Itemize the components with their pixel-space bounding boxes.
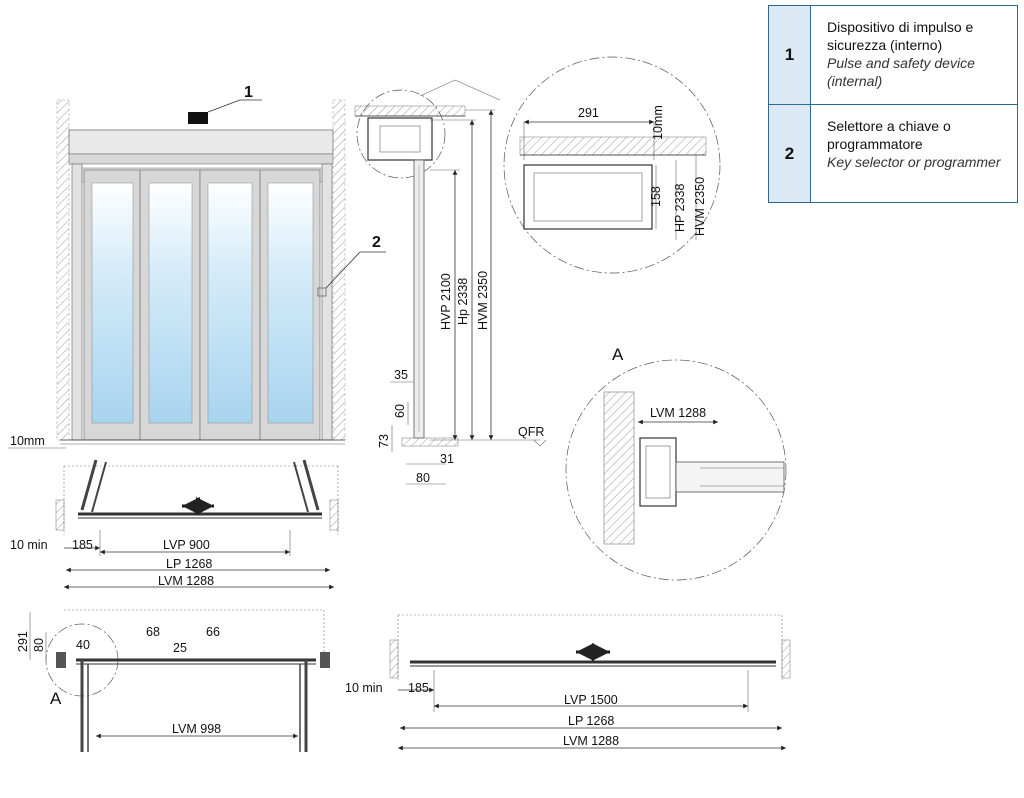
hvm-label: HVM 2350 [476,271,490,330]
plan2-detail-a-callout: A [50,689,62,708]
plan3-lp: LP 1268 [568,714,614,728]
door-leaves [83,169,321,441]
detail-hvm-label: HVM 2350 [693,177,707,236]
plan3-lvp: LVP 1500 [564,693,618,707]
callout-2: 2 [372,234,381,251]
plan2-80: 80 [32,638,46,652]
dim-80: 80 [416,471,430,485]
plan3-min: 10 min [345,681,383,695]
legend-row: 1 Dispositivo di impulso e sicurezza (in… [769,6,1017,105]
dim-31: 31 [440,452,454,466]
detail-hp-label: HP 2338 [673,184,687,232]
legend-number: 1 [769,6,811,104]
detail-a-lvm: LVM 1288 [650,406,706,420]
dim-60: 60 [393,404,407,418]
plan2-291: 291 [16,631,30,652]
dim-158: 158 [649,186,663,207]
header-detail: 291 10mm 158 HP 2338 HVM 2350 [503,56,721,274]
legend-text-en: Pulse and safety device (internal) [827,55,975,89]
legend-table: 1 Dispositivo di impulso e sicurezza (in… [768,5,1018,203]
legend-text-it: Selettore a chiave o programmatore [827,118,951,152]
plan1-min: 10 min [10,538,48,552]
plan2-68: 68 [146,625,160,639]
hp-label: Hp 2338 [456,278,470,325]
detail-a: A LVM 1288 [565,345,787,581]
header-box [68,129,334,155]
plan2-lvm: LVM 998 [172,722,221,736]
plan-view-2: A 291 80 40 68 25 66 LVM 998 [16,609,330,752]
dim-10mm: 10mm [651,105,665,140]
side-section: HVP 2100 Hp 2338 HVM 2350 QFR 35 60 73 3… [354,79,547,485]
impulse-device-icon [188,112,208,124]
plan3-185: 185 [408,681,429,695]
qfr-label: QFR [518,425,544,439]
dim-73: 73 [377,434,391,448]
legend-row: 2 Selettore a chiave o programmatore Key… [769,105,1017,202]
callout-1: 1 [244,84,253,101]
legend-text: Dispositivo di impulso e sicurezza (inte… [827,18,1009,90]
legend-text-it: Dispositivo di impulso e sicurezza (inte… [827,19,974,53]
front-view: 1 2 10mm [8,84,386,449]
plan2-66: 66 [206,625,220,639]
legend-text: Selettore a chiave o programmatore Key s… [827,117,1009,171]
hvp-label: HVP 2100 [439,273,453,330]
plan2-25: 25 [173,641,187,655]
plan1-lvp: LVP 900 [163,538,210,552]
plan1-185: 185 [72,538,93,552]
plan2-40: 40 [76,638,90,652]
plan-view-3: 10 min 185 LVP 1500 LP 1268 LVM 1288 [345,614,791,751]
legend-number: 2 [769,105,811,202]
dim-291: 291 [578,106,599,120]
plan-view-1: 10 min 185 LVP 900 LP 1268 LVM 1288 [10,459,339,590]
dim-35: 35 [394,368,408,382]
floor-gap-label: 10mm [10,434,45,448]
plan3-lvm: LVM 1288 [563,734,619,748]
key-selector-icon [317,287,327,297]
legend-text-en: Key selector or programmer [827,154,1001,170]
detail-a-title: A [612,345,624,364]
plan1-lp: LP 1268 [166,557,212,571]
plan1-lvm: LVM 1288 [158,574,214,588]
